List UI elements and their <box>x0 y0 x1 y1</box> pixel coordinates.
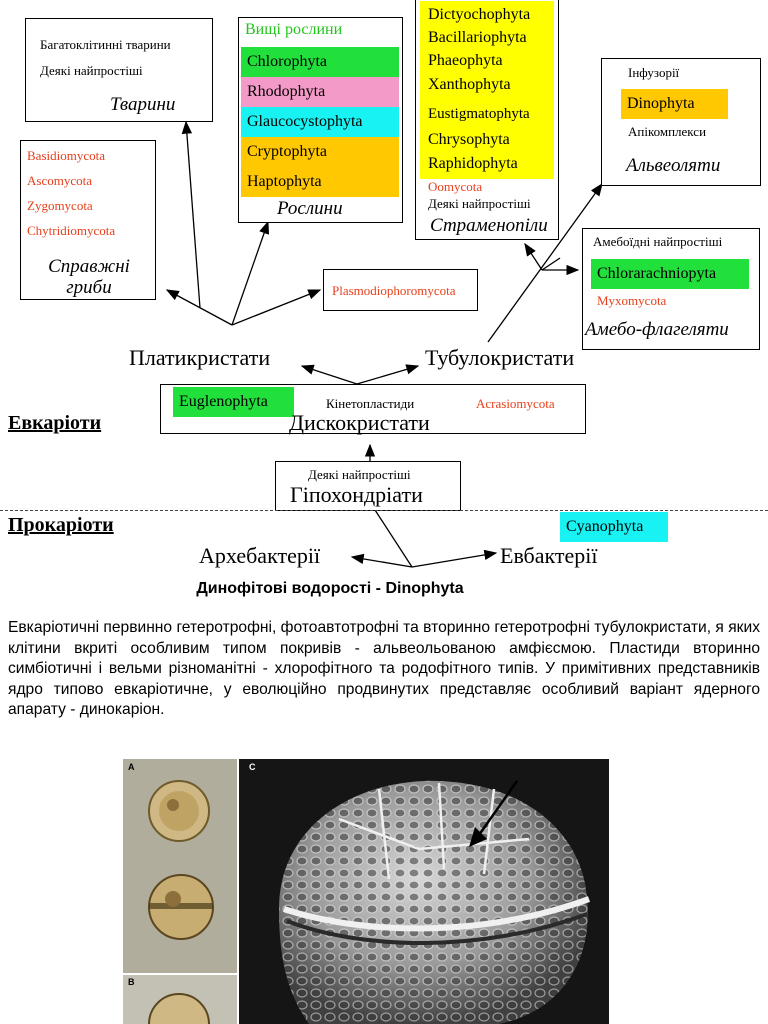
platycristates-label: Платикристати <box>129 345 271 370</box>
strameno-some-protists: Деякі найпростіші <box>428 196 531 211</box>
alveolates-box: Інфузорії Dinophyta Апікомплекси Альвеол… <box>601 58 761 186</box>
plants-item-haptophyta: Haptophyta <box>241 167 399 197</box>
plants-item-rhodophyta: Rhodophyta <box>241 77 399 107</box>
eubacteria-label: Евбактерії <box>500 543 598 568</box>
plants-header: Вищі рослини <box>245 21 343 38</box>
amoebo-flagellates-box: Амебоїдні найпростіші Chlorarachniopyta … <box>582 228 760 350</box>
panel-label-a: A <box>128 762 135 772</box>
eukaryote-prokaryote-divider <box>0 510 768 511</box>
alveolates-title: Альвеоляти <box>626 155 721 176</box>
plasmodiophoromycota: Plasmodiophoromycota <box>332 283 456 298</box>
disco-acrasiomycota: Acrasiomycota <box>476 396 555 411</box>
animals-line-2: Деякі найпростіші <box>40 63 143 78</box>
animals-title: Тварини <box>110 94 176 115</box>
animals-line-1: Багатоклітинні тварини <box>40 37 171 52</box>
micrograph-panel-a: A B <box>123 759 237 1024</box>
archaea-label: Архебактерії <box>199 543 321 568</box>
discocristates-box: Euglenophyta Кінетопластиди Acrasiomycot… <box>160 384 586 435</box>
fungi-item-chytridiomycota: Chytridiomycota <box>27 223 116 238</box>
strameno-item-raphidophyta: Raphidophyta <box>428 155 518 172</box>
sem-image-panel-c: C <box>239 759 609 1024</box>
fungi-item-zygomycota: Zygomycota <box>27 198 93 213</box>
disco-kinetoplastids: Кінетопластиди <box>326 396 415 411</box>
strameno-item-bacillariophyta: Bacillariophyta <box>428 29 527 46</box>
animals-box: Багатоклітинні тварини Деякі найпростіші… <box>25 18 213 122</box>
panel-label-c: C <box>249 762 256 772</box>
sem-dinoflagellate-graphic <box>279 780 591 1024</box>
fungi-title-1: Справжні <box>48 256 130 277</box>
strameno-item-phaeophyta: Phaeophyta <box>428 52 503 69</box>
stramenopiles-highlight <box>420 1 554 179</box>
tubulocristates-label: Тубулокристати <box>425 345 575 370</box>
eukaryotes-label: Евкаріоти <box>8 412 102 434</box>
disco-euglenophyta: Euglenophyta <box>173 387 294 417</box>
amoebo-title: Амебо-флагеляти <box>585 319 729 340</box>
plants-item-cryptophyta: Cryptophyta <box>241 137 399 167</box>
fungi-item-ascomycota: Ascomycota <box>27 173 92 188</box>
amoebo-chlorarachniophyta: Chlorarachniopyta <box>591 259 749 289</box>
strameno-item-dictyochophyta: Dictyochophyta <box>428 6 531 23</box>
cyanophyta: Cyanophyta <box>560 512 668 542</box>
strameno-item-eustigmatophyta: Eustigmatophyta <box>428 106 530 122</box>
prokaryotes-label: Прокаріоти <box>8 514 114 536</box>
plants-box: Вищі рослини Chlorophyta Rhodophyta Glau… <box>238 17 403 223</box>
hypochondria-box: Деякі найпростіші Гіпохондріати <box>275 461 461 511</box>
discocristates-title: Дискокристати <box>289 410 430 435</box>
plants-item-glaucocystophyta: Glaucocystophyta <box>241 107 399 137</box>
strameno-item-xanthophyta: Xanthophyta <box>428 76 511 93</box>
fungi-title-2: гриби <box>66 277 112 298</box>
alveolates-line-3: Апікомплекси <box>628 124 707 139</box>
panel-label-b: B <box>128 977 135 987</box>
strameno-oomycota: Oomycota <box>428 179 483 194</box>
alveolates-dinophyta: Dinophyta <box>621 89 728 119</box>
alveolates-line-1: Інфузорії <box>628 65 680 80</box>
fungi-item-basidiomycota: Basidiomycota <box>27 148 105 163</box>
hypochondria-line-1: Деякі найпростіші <box>308 467 411 482</box>
fungi-box: Basidiomycota Ascomycota Zygomycota Chyt… <box>20 140 156 300</box>
hypochondria-title: Гіпохондріати <box>290 482 423 507</box>
stramenopiles-box: Dictyochophyta Bacillariophyta Phaeophyt… <box>415 0 559 240</box>
plasmodiophoromycota-box: Plasmodiophoromycota <box>323 269 478 311</box>
section-heading: Динофітові водорості - Dinophyta <box>196 580 464 597</box>
description-paragraph: Евкаріотичні первинно гетеротрофні, фото… <box>8 619 760 718</box>
strameno-item-chrysophyta: Chrysophyta <box>428 131 510 148</box>
stramenopiles-title: Страменопіли <box>430 215 548 236</box>
plants-item-chlorophyta: Chlorophyta <box>241 47 399 77</box>
amoebo-line-1: Амебоїдні найпростіші <box>593 234 723 249</box>
amoebo-myxomycota: Myxomycota <box>597 293 667 308</box>
plants-title: Рослини <box>277 198 343 219</box>
micrograph-cells-graphic <box>123 759 237 1024</box>
